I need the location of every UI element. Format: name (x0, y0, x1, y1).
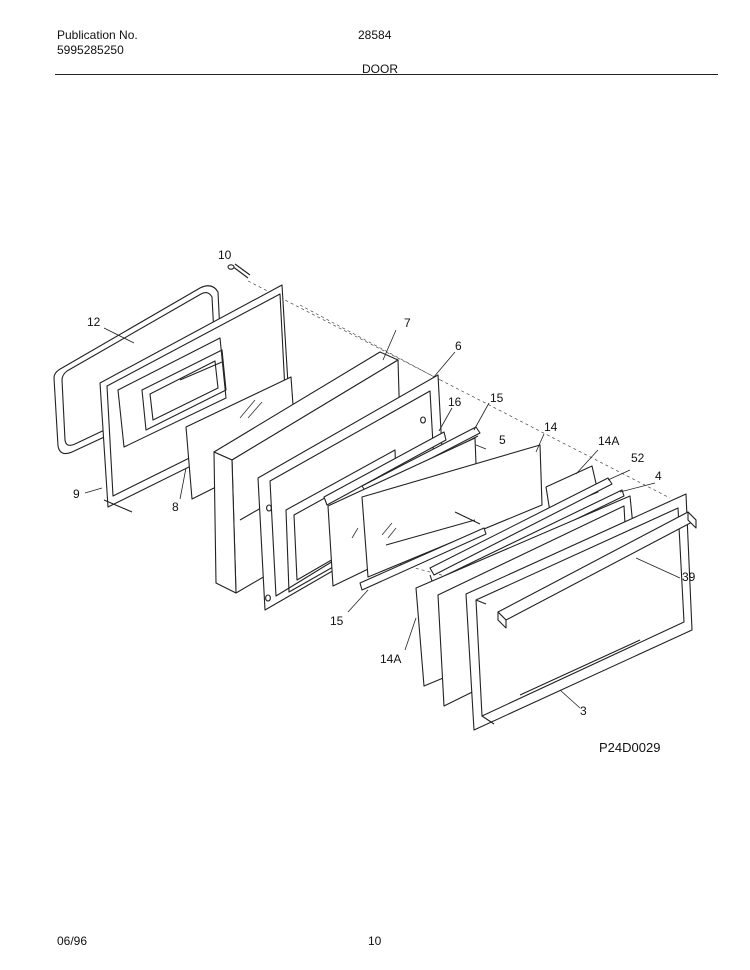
publication-label: Publication No. (57, 28, 138, 42)
callout-14: 14 (544, 420, 558, 434)
footer-page-number: 10 (368, 934, 382, 948)
callout-labels: 10 12 7 6 16 15 5 14 14A 52 4 39 9 8 15 … (73, 248, 696, 755)
callout-5: 5 (499, 433, 506, 447)
callout-15-upper: 15 (490, 391, 504, 405)
callout-16: 16 (448, 395, 462, 409)
callout-12: 12 (87, 315, 101, 329)
outer-frame-3 (465, 493, 693, 731)
callout-6: 6 (455, 339, 462, 353)
section-title: DOOR (362, 62, 398, 76)
callout-9: 9 (73, 487, 80, 501)
footer-date: 06/96 (57, 934, 88, 948)
callout-15-lower: 15 (330, 614, 344, 628)
publication-number: 5995285250 (57, 43, 124, 57)
callout-52: 52 (631, 451, 645, 465)
callout-39: 39 (682, 570, 696, 584)
header-rule (55, 74, 718, 75)
callout-7: 7 (404, 316, 411, 330)
callout-14a-top: 14A (598, 434, 619, 448)
callout-8: 8 (172, 500, 179, 514)
channel-15-lower (359, 527, 487, 591)
outer-glass-14 (361, 444, 543, 578)
drawing-code: P24D0029 (599, 740, 660, 755)
model-number: 28584 (358, 28, 392, 42)
handle-39 (497, 511, 697, 629)
screw-10 (227, 263, 251, 279)
callout-3: 3 (580, 704, 587, 718)
callout-leaders (84, 327, 681, 709)
callout-4: 4 (655, 469, 662, 483)
callout-10: 10 (218, 248, 232, 262)
seal-16 (323, 431, 447, 506)
callout-14a-bottom: 14A (380, 652, 401, 666)
